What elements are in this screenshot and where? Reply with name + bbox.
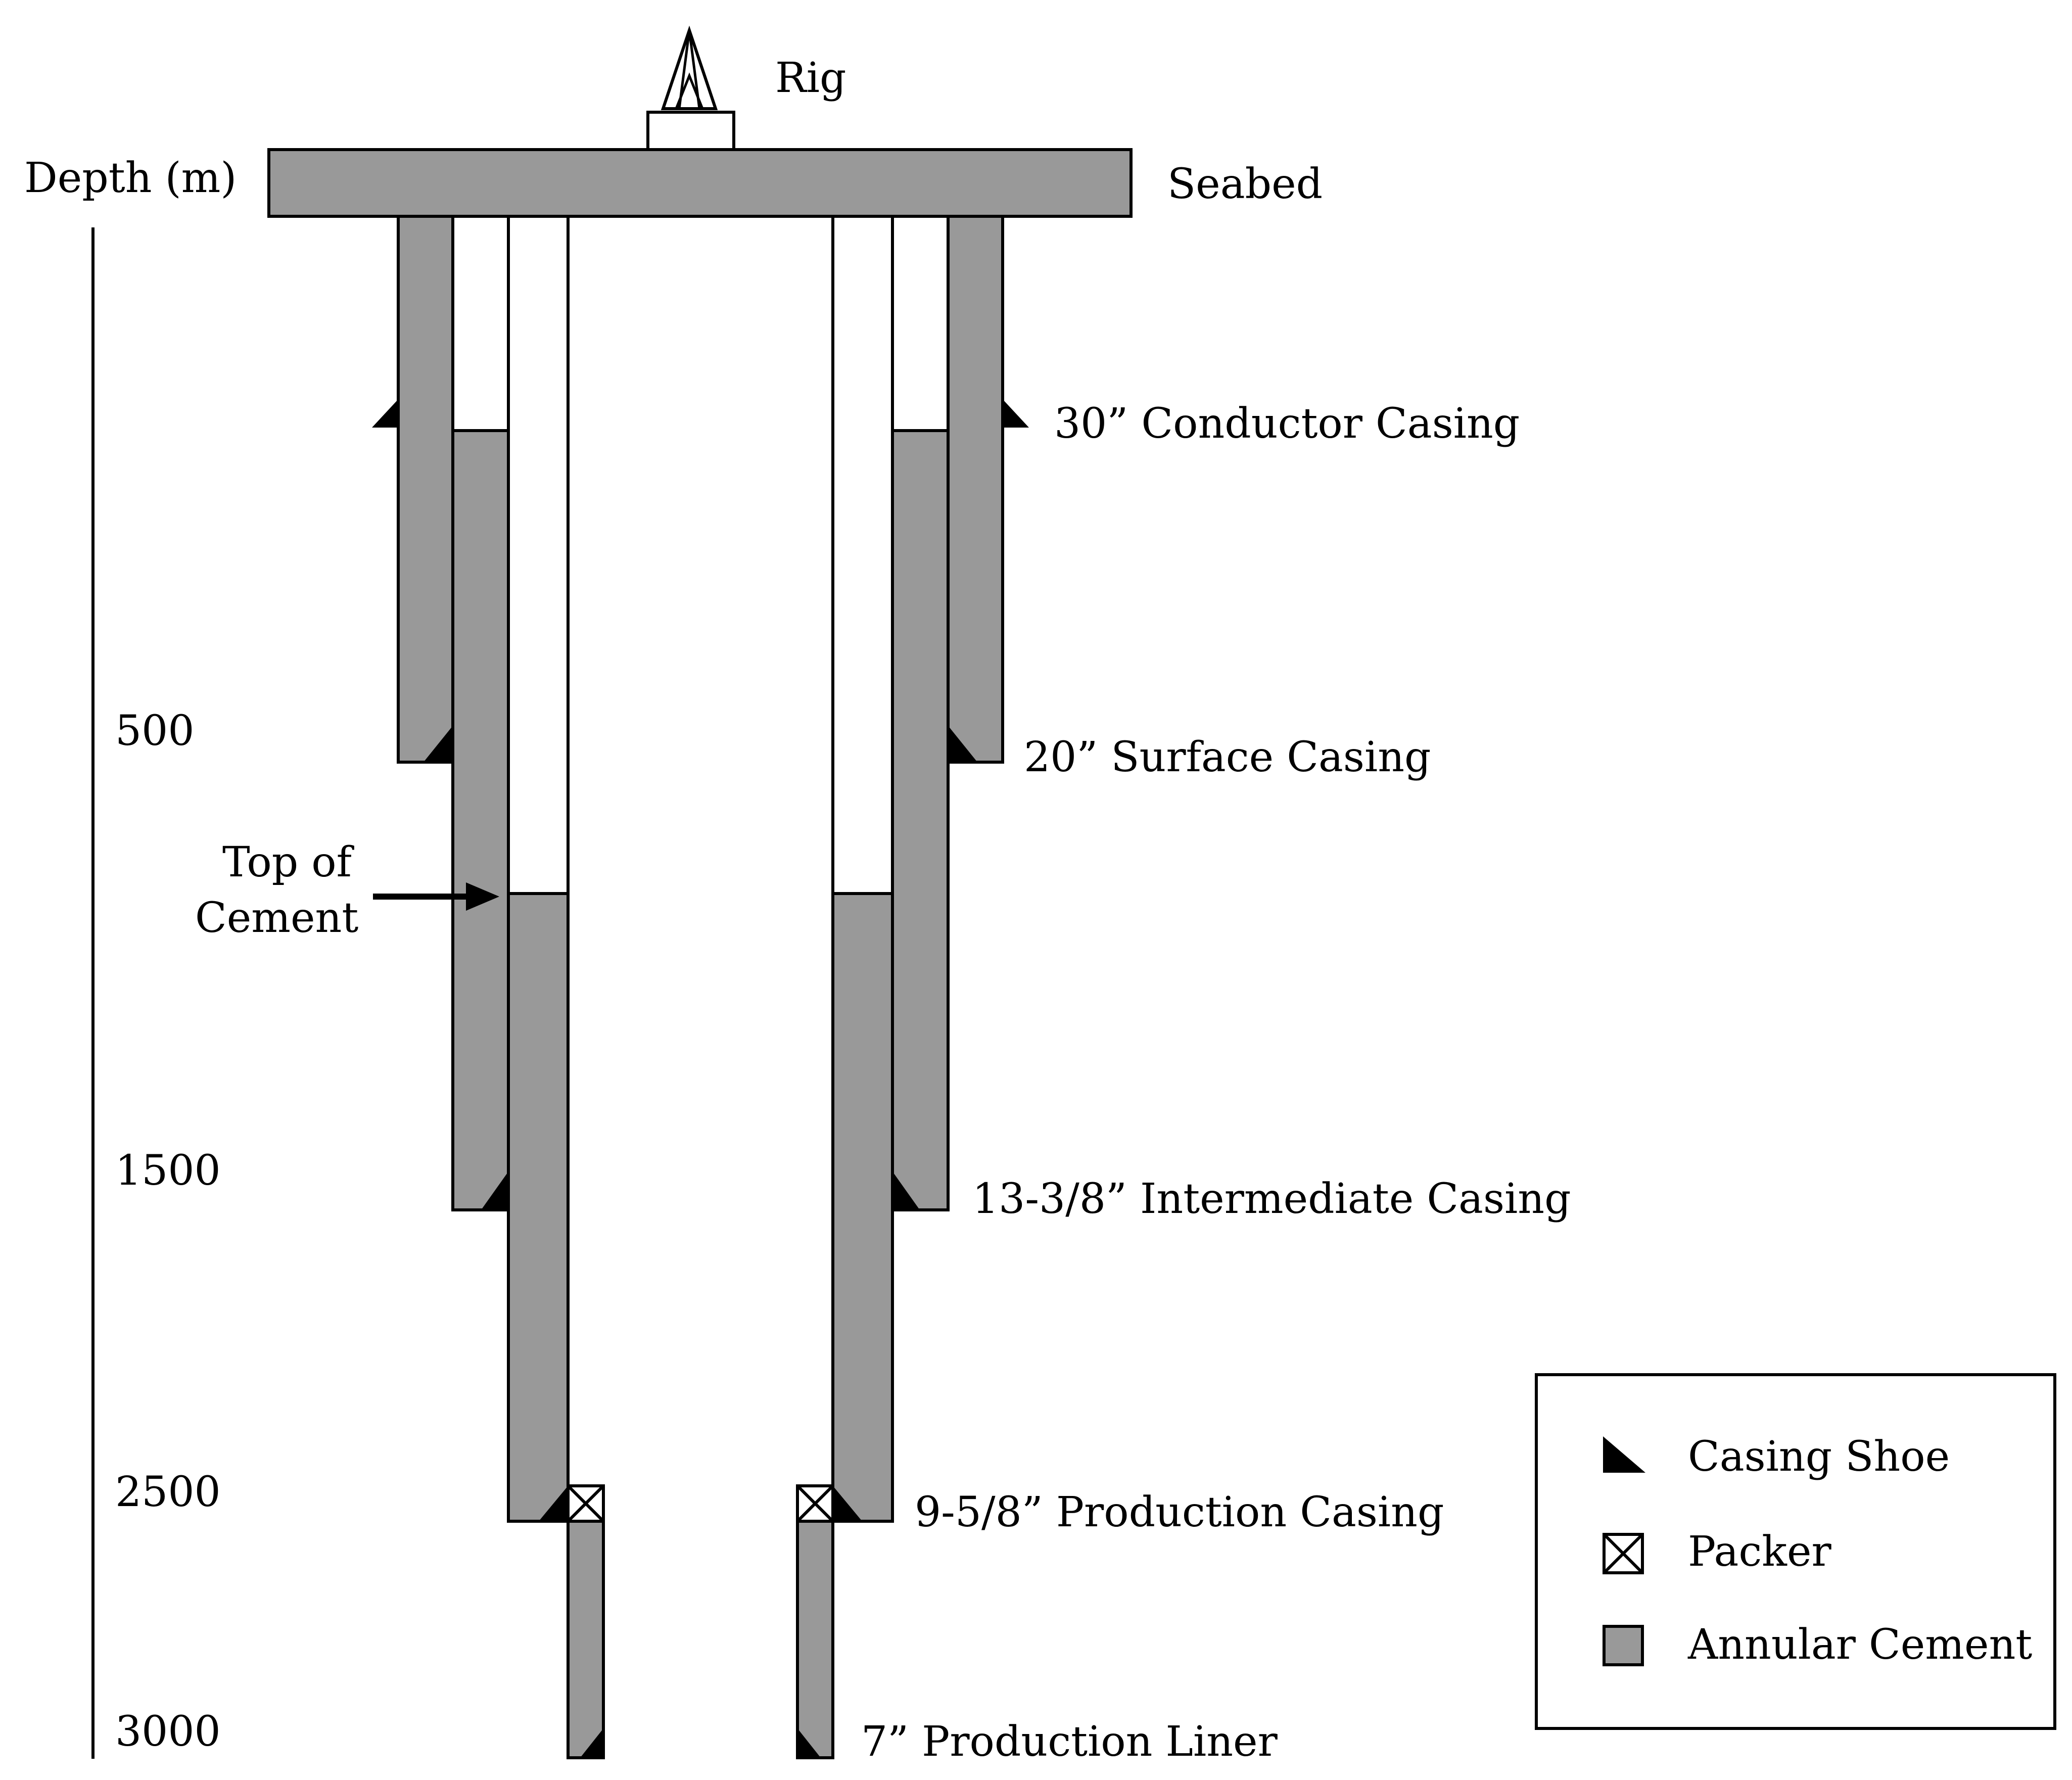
annular-cement-icon	[1603, 1625, 1644, 1666]
intermediate-annulus-right	[831, 215, 894, 895]
depth-tick-1500: 1500	[115, 1147, 221, 1195]
surface-cement-left	[451, 429, 510, 1211]
casing-label-conductor: 30” Conductor Casing	[1054, 400, 1520, 448]
surface-shoe-right	[892, 1172, 920, 1210]
intermediate-cement-left	[507, 892, 570, 1523]
top-of-cement-arrow-icon	[373, 882, 499, 911]
top-of-cement-label-line2: Cement	[195, 894, 358, 942]
conductor-shoe-right	[948, 726, 977, 762]
liner-cement-right	[796, 1520, 834, 1759]
casing-label-surface: 20” Surface Casing	[1024, 733, 1431, 781]
conductor-top-shoe-right	[1003, 399, 1029, 428]
legend-label-casing-shoe: Casing Shoe	[1688, 1433, 1950, 1481]
seabed-block	[267, 148, 1133, 218]
depth-axis-title: Depth (m)	[24, 154, 237, 202]
intermediate-annulus-left	[507, 215, 570, 895]
packer-left-icon	[567, 1484, 605, 1523]
liner-shoe-left	[580, 1728, 603, 1758]
surface-annulus-right	[891, 215, 950, 432]
rig-icon	[646, 25, 735, 158]
surface-annulus-left	[451, 215, 510, 432]
casing-shoe-icon	[1603, 1436, 1645, 1473]
surface-shoe-left	[481, 1172, 508, 1210]
casing-label-intermediate: 13-3/8” Intermediate Casing	[972, 1175, 1571, 1223]
casing-label-liner: 7” Production Liner	[861, 1718, 1278, 1766]
legend-label-packer: Packer	[1688, 1528, 1832, 1576]
intermediate-cement-right	[831, 892, 894, 1523]
production-shoe-left	[539, 1486, 568, 1521]
packer-icon	[1603, 1533, 1644, 1574]
top-of-cement-label-line1: Top of	[222, 838, 355, 886]
depth-tick-3000: 3000	[115, 1708, 221, 1756]
conductor-cement-left	[397, 215, 454, 764]
production-shoe-right	[833, 1486, 862, 1521]
conductor-cement-right	[947, 215, 1004, 764]
seabed-label: Seabed	[1167, 160, 1323, 208]
liner-cement-left	[567, 1520, 605, 1759]
conductor-top-shoe-left	[372, 399, 398, 428]
legend-label-annular-cement: Annular Cement	[1687, 1621, 2032, 1669]
depth-tick-2500: 2500	[115, 1468, 221, 1516]
packer-right-icon	[796, 1484, 834, 1523]
casing-label-production: 9-5/8” Production Casing	[915, 1488, 1444, 1536]
surface-cement-right	[891, 429, 950, 1211]
depth-tick-500: 500	[115, 707, 195, 755]
liner-shoe-right	[797, 1728, 821, 1758]
rig-label: Rig	[775, 54, 846, 102]
conductor-shoe-left	[423, 726, 453, 762]
legend: Casing Shoe Packer Annular Cement	[1535, 1373, 2056, 1730]
